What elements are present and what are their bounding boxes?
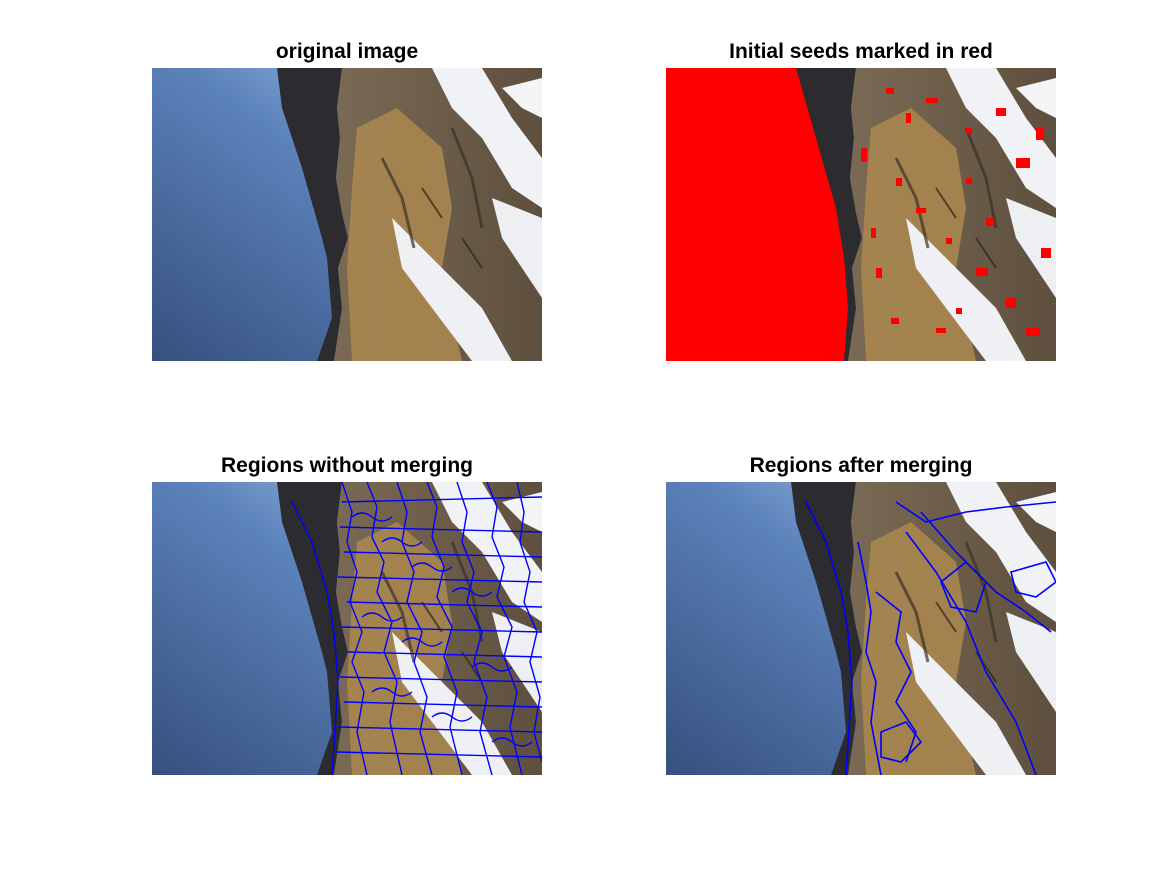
- panel-title: Regions without merging: [221, 454, 473, 477]
- seeds-photo: [666, 68, 1056, 361]
- panel-title: original image: [275, 40, 419, 63]
- region-boundaries-dense: [291, 482, 542, 775]
- original-photo: [152, 68, 542, 361]
- seed-specks: [861, 88, 1051, 336]
- region-boundaries-merged: [805, 501, 1056, 775]
- seed-region-sky: [666, 68, 848, 361]
- regions-photo-merged: [666, 482, 1056, 775]
- panel-title: Regions after merging: [749, 454, 973, 477]
- regions-photo-unmerged: [152, 482, 542, 775]
- panel-title: Initial seeds marked in red: [729, 40, 993, 63]
